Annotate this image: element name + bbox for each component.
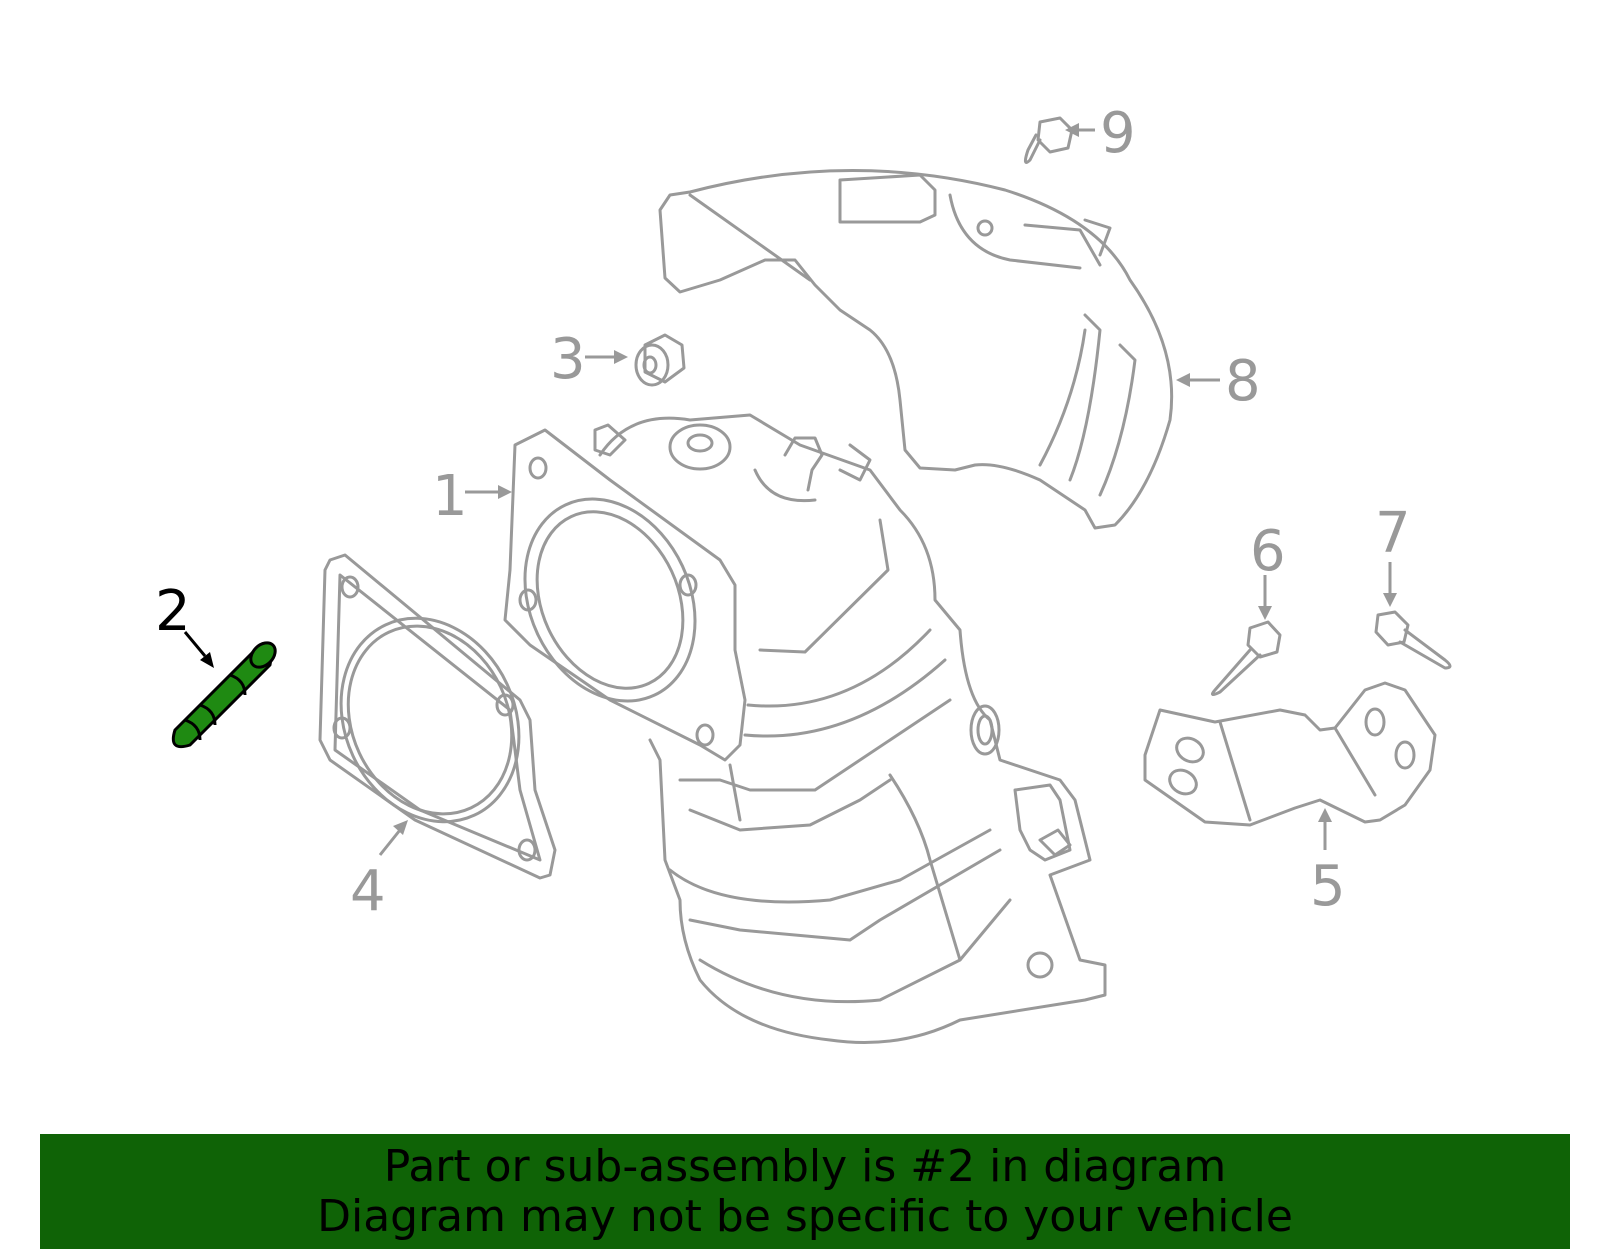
callout-label-4: 4 xyxy=(350,859,386,924)
part-9-bolt xyxy=(1023,116,1074,164)
part-6-bolt xyxy=(1210,620,1282,697)
banner-line-2: Diagram may not be specific to your vehi… xyxy=(317,1191,1293,1242)
callout-label-9: 9 xyxy=(1100,101,1136,166)
callout-label-6: 6 xyxy=(1250,519,1286,584)
part-5-bracket xyxy=(1143,681,1437,827)
part-4-gasket xyxy=(318,553,557,880)
part-7-bolt xyxy=(1374,610,1452,670)
callout-arrows xyxy=(183,123,1397,856)
callout-label-8: 8 xyxy=(1225,349,1261,414)
callout-label-7: 7 xyxy=(1375,501,1411,566)
callout-label-1: 1 xyxy=(432,464,468,529)
part-3-nut xyxy=(634,333,686,387)
part-8-heat-shield xyxy=(658,169,1174,530)
callout-label-3: 3 xyxy=(550,327,586,392)
part-1-converter xyxy=(503,413,1107,1044)
banner-line-1: Part or sub-assembly is #2 in diagram xyxy=(383,1141,1227,1192)
callout-label-5: 5 xyxy=(1310,854,1346,919)
part-2-stud xyxy=(171,641,277,749)
info-banner: Part or sub-assembly is #2 in diagram Di… xyxy=(40,1134,1570,1249)
callout-label-2: 2 xyxy=(155,579,191,644)
